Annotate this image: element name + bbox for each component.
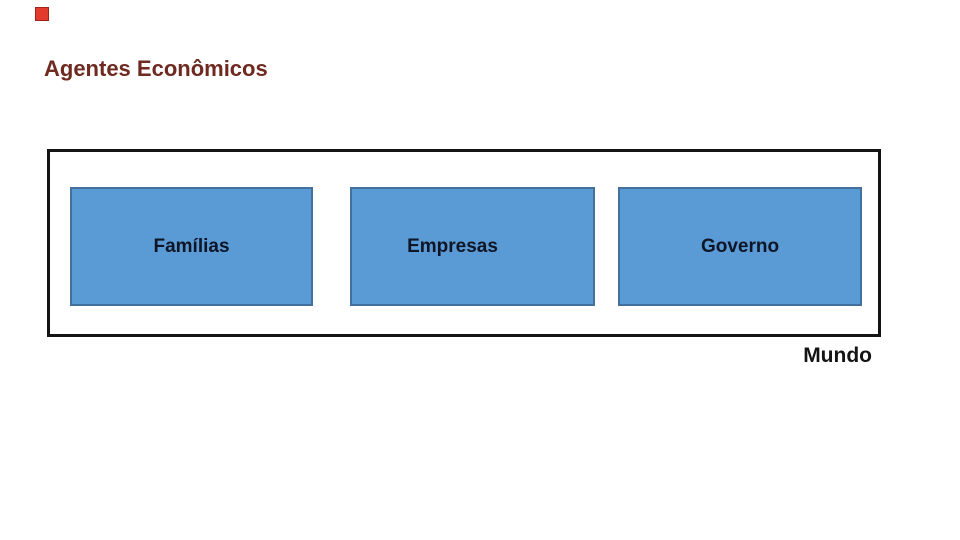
agent-box-governo: Governo [618,187,862,306]
world-container-box: Famílias Empresas Governo [47,149,881,337]
slide-title: Agentes Econômicos [44,56,268,81]
agent-box-familias: Famílias [70,187,313,306]
agent-label-familias: Famílias [153,235,230,257]
agent-label-governo: Governo [700,235,780,257]
agent-box-empresas: Empresas [350,187,595,306]
agent-label-empresas: Empresas [407,235,498,257]
world-label: Mundo [803,344,872,367]
accent-square-decoration [35,7,49,21]
